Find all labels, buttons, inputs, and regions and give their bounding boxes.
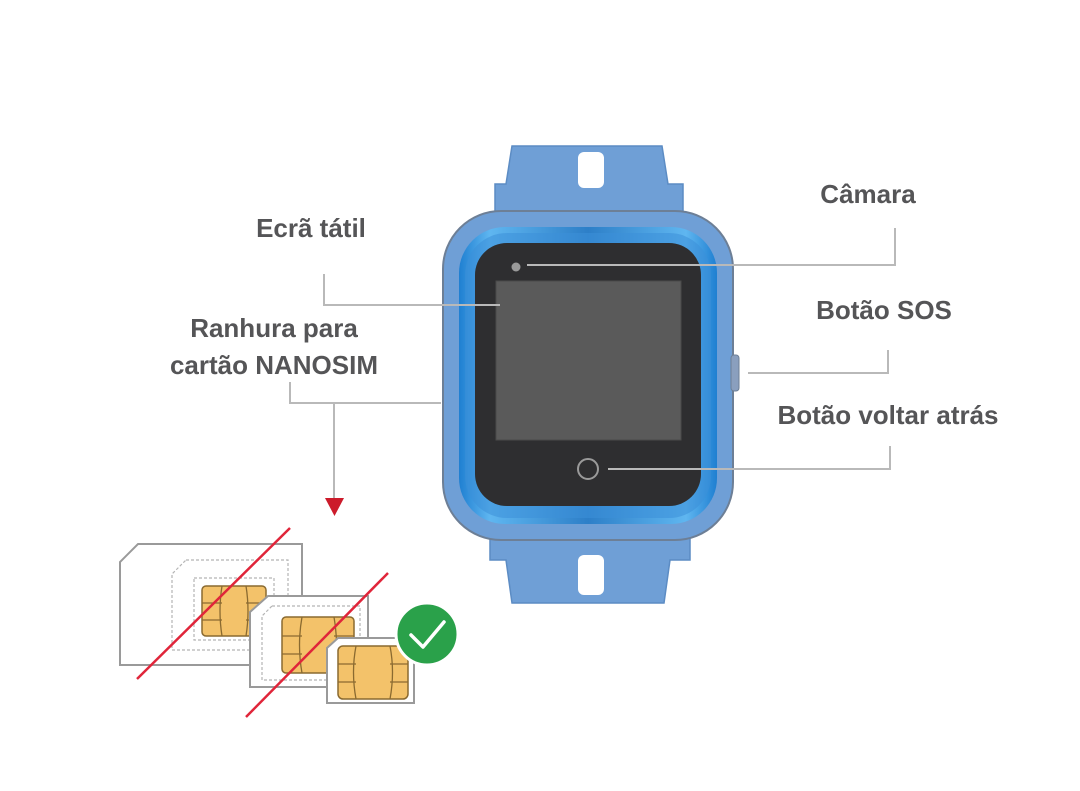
label-sos-button: Botão SOS [816,295,952,325]
check-badge-icon [394,601,460,667]
cross-out-mini-sim [136,527,291,680]
label-camera: Câmara [820,179,916,209]
camera-icon [511,262,521,272]
sos-side-button [730,354,740,392]
smartwatch [442,145,740,604]
strap-hole-bottom [578,555,604,595]
label-touchscreen: Ecrã tátil [256,213,366,243]
sim-chip-nano [337,645,409,700]
label-sim-slot-line1: Ranhura para [190,313,358,343]
leader-lines [289,228,896,516]
watch-screen [495,280,682,441]
back-button-icon [577,458,599,480]
strap-hole-top [578,152,604,188]
sim-card-nano [326,637,415,704]
down-arrow-icon [325,498,344,516]
sim-card-comparison [119,527,460,718]
label-back-button: Botão voltar atrás [777,400,998,430]
cross-out-micro-sim [245,572,389,718]
label-sim-slot-line2: cartão NANOSIM [170,350,378,380]
